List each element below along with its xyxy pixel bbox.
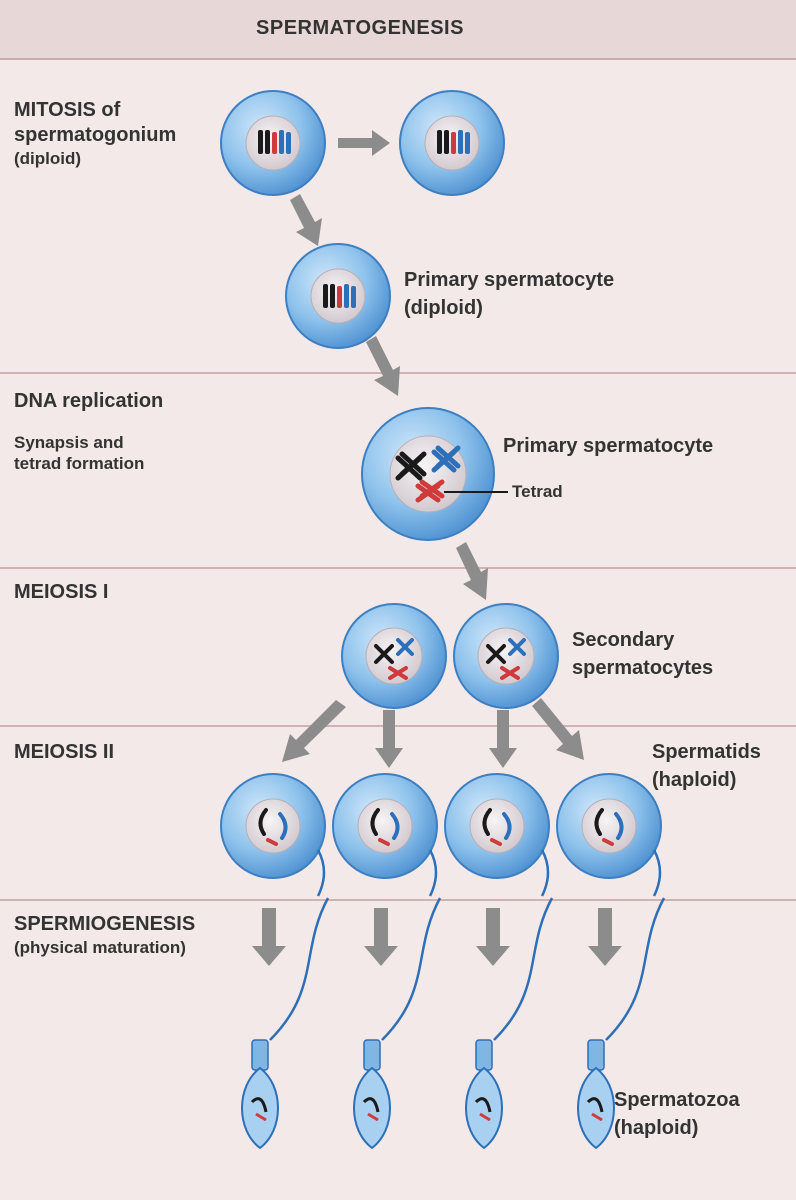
arrow [366, 336, 400, 396]
diagram-title: SPERMATOGENESIS [256, 17, 464, 39]
spermatid-cell [220, 773, 326, 879]
spermatozoon [577, 897, 666, 1150]
arrow [252, 908, 286, 966]
primary-spermatocyte-diploid-cell [285, 243, 391, 349]
arrows [252, 130, 622, 966]
spermatid-cell [444, 773, 550, 879]
label-line: (haploid) [614, 1117, 699, 1139]
tail [652, 849, 662, 897]
arrow [290, 194, 322, 246]
primary-spermatocyte-tetrad-cell [361, 407, 508, 541]
spermatid-tails [316, 849, 662, 897]
title-bar: SPERMATOGENESIS [0, 0, 796, 60]
label-line: (physical maturation) [14, 938, 186, 957]
spermatid-cell [556, 773, 662, 879]
spermatozoon [241, 897, 330, 1150]
arrow [456, 542, 488, 600]
label-tetrad: Tetrad [512, 482, 563, 501]
label-line: Secondary [572, 629, 675, 651]
label-line: SPERMIOGENESIS [14, 913, 196, 935]
label-line: MITOSIS of [14, 99, 121, 121]
arrow [282, 700, 346, 762]
label-line: (diploid) [404, 297, 483, 319]
tail [428, 849, 438, 897]
label-mitosis: MITOSIS of spermatogonium (diploid) [14, 98, 176, 169]
label-secondary-spermatocytes: Secondary spermatocytes [572, 626, 713, 682]
arrow [375, 710, 403, 768]
label-synapsis: Synapsis and tetrad formation [14, 432, 144, 475]
tail [316, 849, 326, 897]
label-primary-spermatocyte: Primary spermatocyte [503, 435, 714, 457]
arrow [364, 908, 398, 966]
spermatid-cell [332, 773, 438, 879]
label-line: (diploid) [14, 149, 82, 168]
label-line: spermatogonium [14, 124, 177, 146]
secondary-spermatocyte-cell [341, 603, 447, 709]
label-line: Spermatozoa [614, 1089, 740, 1111]
label-line: tetrad formation [14, 454, 145, 474]
arrow [476, 908, 510, 966]
arrow [588, 908, 622, 966]
label-meiosis-1: MEIOSIS I [14, 581, 109, 603]
tail [540, 849, 550, 897]
label-line: (haploid) [652, 769, 737, 791]
spermatozoon [353, 897, 442, 1150]
daughter-cell [399, 90, 505, 196]
label-meiosis-2: MEIOSIS II [14, 741, 115, 763]
label-line: spermatocytes [572, 657, 714, 679]
label-spermatids: Spermatids (haploid) [652, 738, 761, 794]
label-dna-replication: DNA replication [14, 390, 164, 412]
label-line: Synapsis and [14, 433, 124, 452]
spermatogonium-cell [220, 90, 326, 196]
label-spermatozoa: Spermatozoa (haploid) [614, 1086, 740, 1142]
label-line: Primary spermatocyte [404, 269, 615, 291]
spermatozoon [465, 897, 554, 1150]
arrow [489, 710, 517, 768]
arrow [338, 130, 390, 156]
label-primary-spermatocyte-diploid: Primary spermatocyte (diploid) [404, 266, 614, 322]
secondary-spermatocyte-cell [453, 603, 559, 709]
label-spermiogenesis: SPERMIOGENESIS (physical maturation) [14, 912, 195, 958]
label-line: Spermatids [652, 741, 761, 763]
arrow [532, 698, 584, 760]
